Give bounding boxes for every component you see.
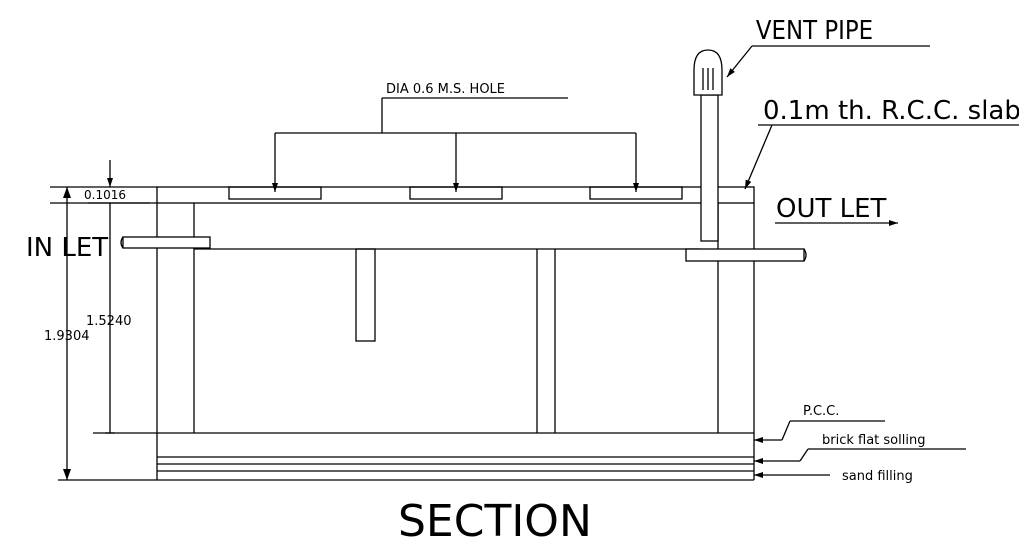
base-layers bbox=[58, 432, 755, 481]
vent-pipe bbox=[693, 49, 723, 242]
outlet-label: OUT LET bbox=[776, 194, 887, 224]
pcc-label: P.C.C. bbox=[803, 404, 839, 419]
section-title: SECTION bbox=[398, 496, 592, 540]
dimension-lines bbox=[50, 160, 157, 480]
base-callouts bbox=[754, 420, 966, 478]
inlet-pipe bbox=[120, 236, 700, 250]
rcc-slab-leader bbox=[744, 124, 1019, 190]
brick-flat-solling-label: brick flat solling bbox=[822, 433, 925, 448]
dia-hole-label: DIA 0.6 M.S. HOLE bbox=[386, 82, 505, 97]
total-depth-label: 1.9304 bbox=[44, 329, 90, 344]
hole-leaders bbox=[272, 97, 639, 192]
outlet-pipe bbox=[685, 248, 807, 262]
rcc-slab-label: 0.1m th. R.C.C. slab bbox=[763, 96, 1019, 126]
slab-thickness-label: 0.1016 bbox=[84, 188, 126, 202]
baffle-short bbox=[355, 248, 376, 342]
vent-pipe-label: VENT PIPE bbox=[756, 15, 873, 46]
inner-depth-label: 1.5240 bbox=[86, 314, 132, 329]
sand-filling-label: sand filling bbox=[842, 469, 913, 484]
vent-pipe-leader bbox=[726, 45, 930, 78]
tank-walls bbox=[156, 203, 755, 433]
